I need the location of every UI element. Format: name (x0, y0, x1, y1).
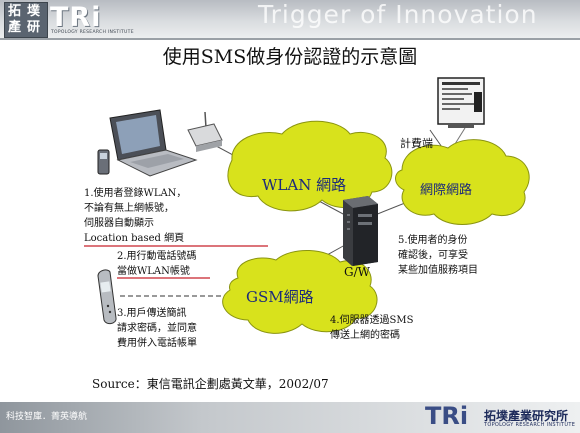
footer-org-subtitle: TOPOLOGY RESEARCH INSTITUTE (484, 422, 576, 428)
footer-tri-logo: TRi (425, 402, 469, 430)
access-point-icon (187, 111, 223, 152)
gsm-cloud-label: GSM網路 (246, 288, 314, 306)
wlan-cloud-label: WLAN 網路 (262, 176, 347, 194)
internet-cloud (395, 139, 530, 225)
header-bar (0, 0, 580, 38)
header-divider (0, 38, 580, 40)
footer-tagline: 科技智庫．菁英導航 (6, 412, 88, 422)
mobile-phone-icon (97, 269, 117, 325)
source-citation: Source：東信電訊企劃處黃文華，2002/07 (92, 377, 329, 391)
gsm-cloud (222, 249, 378, 334)
footer-bar (0, 402, 580, 433)
wlan-cloud (227, 120, 393, 212)
header-tagline: Trigger of Innovation (258, 0, 538, 29)
gateway-label: G/W (344, 265, 370, 279)
billing-label: 計費端 (400, 137, 433, 150)
footer-org-name: 拓墣產業研究所 (484, 409, 569, 423)
billing-monitor-icon (437, 77, 485, 128)
laptop-icon (109, 109, 198, 177)
internet-cloud-label: 網際網路 (420, 183, 473, 198)
tri-subtitle: TOPOLOGY RESEARCH INSTITUTE (51, 30, 134, 35)
tri-chinese-logo: 拓 墣 產 研 (4, 2, 48, 38)
pda-phone-icon (97, 149, 110, 175)
page-title: 使用SMS做身份認證的示意圖 (162, 46, 418, 68)
tri-logo: TRi (50, 2, 102, 33)
gateway-server-icon (343, 196, 378, 266)
